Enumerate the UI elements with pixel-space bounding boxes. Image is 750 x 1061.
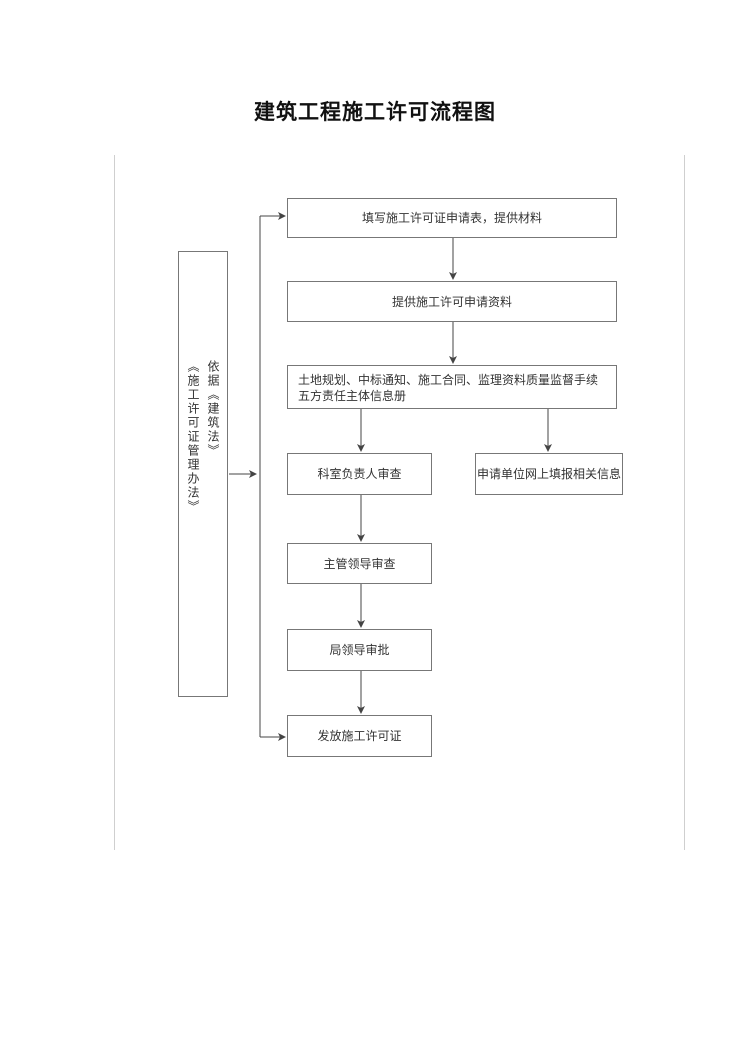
step-online-fill-box: 申请单位网上填报相关信息 [475,453,623,495]
basis-text-regulation: 《施工许可证管理办法》 [186,360,200,514]
step-provide-box: 提供施工许可申请资料 [287,281,617,322]
page-title: 建筑工程施工许可流程图 [254,99,496,124]
step-docs-line1: 土地规划、中标通知、施工合同、监理资料质量监督手续 [298,373,599,387]
basis-text-law: 依据《建筑法》 [206,360,220,458]
step-issue-box: 发放施工许可证 [287,715,432,757]
step-docs-line2: 五方责任主体信息册 [298,389,407,403]
step-section-review-label: 科室负责人审查 [317,467,402,481]
step-apply-box: 填写施工许可证申请表，提供材料 [287,198,617,238]
step-section-review-box: 科室负责人审查 [287,453,432,495]
step-bureau-approve-box: 局领导审批 [287,629,432,671]
step-director-review-box: 主管领导审查 [287,543,432,584]
step-provide-label: 提供施工许可申请资料 [391,294,512,309]
step-bureau-approve-label: 局领导审批 [329,643,390,657]
right-margin-line [684,155,685,850]
left-margin-line [114,155,115,850]
step-issue-label: 发放施工许可证 [317,729,402,743]
step-director-review-label: 主管领导审查 [323,556,396,571]
step-online-fill-label: 申请单位网上填报相关信息 [476,467,621,481]
legal-basis-box: 依据《建筑法》 《施工许可证管理办法》 [178,251,228,697]
step-docs-box: 土地规划、中标通知、施工合同、监理资料质量监督手续 五方责任主体信息册 [287,365,617,409]
step-apply-label: 填写施工许可证申请表，提供材料 [361,211,542,225]
